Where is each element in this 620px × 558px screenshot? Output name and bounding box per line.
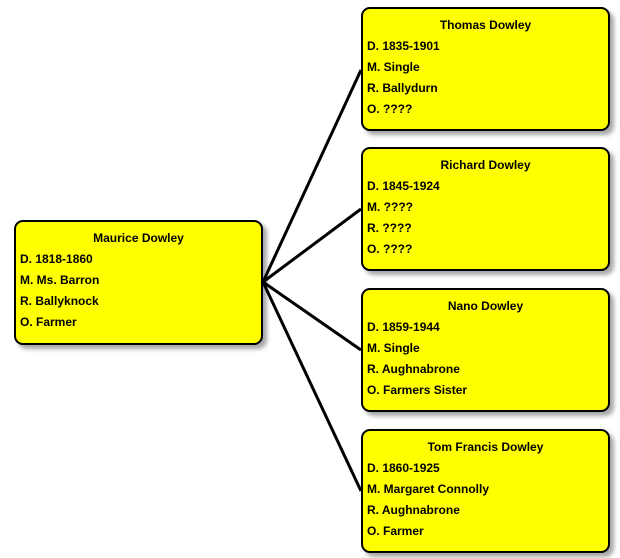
person-box-thomas-dowley[interactable]: Thomas Dowley D. 1835-1901 M. Single R. …: [361, 7, 610, 131]
person-box-nano-dowley[interactable]: Nano Dowley D. 1859-1944 M. Single R. Au…: [361, 288, 610, 412]
person-box-tom-francis-dowley[interactable]: Tom Francis Dowley D. 1860-1925 M. Marga…: [361, 429, 610, 553]
connector-to-thomas: [261, 69, 363, 283]
person-occupation: O. ????: [367, 242, 413, 256]
person-name: Nano Dowley: [447, 299, 524, 313]
person-occupation: O. ????: [367, 102, 413, 116]
connector-to-tom: [261, 281, 363, 492]
person-dates: D. 1860-1925: [367, 461, 440, 475]
person-occupation: O. Farmer: [367, 524, 424, 538]
person-occupation: O. Farmer: [20, 315, 77, 329]
person-married: M. Single: [367, 60, 420, 74]
connector-to-richard: [262, 207, 362, 284]
person-residence: R. Aughnabrone: [367, 503, 460, 517]
person-box-richard-dowley[interactable]: Richard Dowley D. 1845-1924 M. ???? R. ?…: [361, 147, 610, 271]
person-occupation: O. Farmers Sister: [367, 383, 468, 397]
person-name: Tom Francis Dowley: [427, 440, 544, 454]
person-dates: D. 1835-1901: [367, 39, 440, 53]
person-residence: R. ????: [367, 221, 412, 235]
person-dates: D. 1845-1924: [367, 179, 440, 193]
connector-to-nano: [262, 280, 362, 352]
person-name: Richard Dowley: [440, 158, 531, 172]
person-residence: R. Aughnabrone: [367, 362, 460, 376]
person-residence: R. Ballydurn: [367, 81, 438, 95]
person-married: M. ????: [367, 200, 413, 214]
person-married: M. Single: [367, 341, 420, 355]
person-dates: D. 1818-1860: [20, 252, 93, 266]
person-residence: R. Ballyknock: [20, 294, 99, 308]
person-name: Maurice Dowley: [93, 231, 184, 245]
person-dates: D. 1859-1944: [367, 320, 440, 334]
person-married: M. Margaret Connolly: [367, 482, 490, 496]
person-box-maurice-dowley[interactable]: Maurice Dowley D. 1818-1860 M. Ms. Barro…: [14, 220, 263, 345]
person-married: M. Ms. Barron: [20, 273, 100, 287]
person-name: Thomas Dowley: [439, 18, 532, 32]
